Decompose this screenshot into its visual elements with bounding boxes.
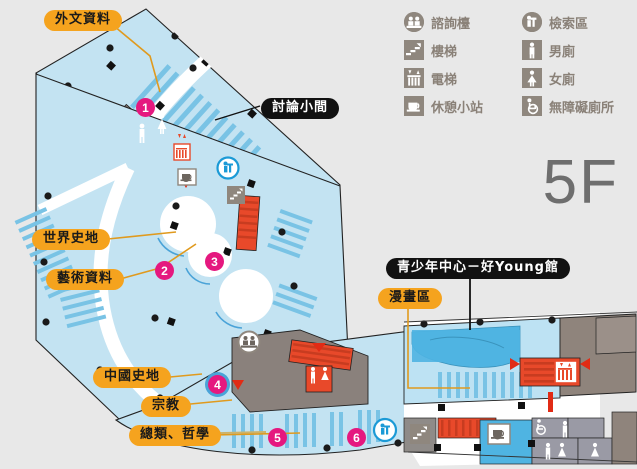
stairs-icon bbox=[227, 186, 245, 204]
cafe-icon bbox=[177, 168, 197, 186]
columns-middle bbox=[166, 179, 272, 339]
legend-item-cafe: 休憩小站 bbox=[404, 96, 522, 116]
core-rooms-lower bbox=[231, 329, 369, 413]
search-area-icon bbox=[216, 156, 240, 180]
callout-chinese-history-geography[interactable]: 中國史地 bbox=[93, 367, 172, 388]
map-marker-5[interactable]: 5 bbox=[268, 428, 287, 447]
callout-world-history-geography[interactable]: 世界史地 bbox=[32, 229, 111, 250]
search-area-icon bbox=[372, 417, 398, 443]
legend-label: 女廁 bbox=[549, 72, 576, 88]
legend-label: 男廁 bbox=[549, 44, 576, 60]
elevator-icon bbox=[554, 360, 578, 384]
legend-label: 休憩小站 bbox=[431, 100, 484, 116]
reading-zone-circle bbox=[219, 269, 273, 323]
lower-wing bbox=[114, 311, 637, 466]
callout-foreign-language-materials[interactable]: 外文資料 bbox=[44, 10, 123, 31]
callout-leader-lines bbox=[107, 25, 471, 436]
womens-restroom-icon bbox=[591, 442, 599, 457]
cafe-icon bbox=[487, 423, 511, 445]
accessible-restroom-icon bbox=[536, 419, 546, 435]
mens-restroom-icon bbox=[522, 40, 542, 60]
legend-label: 電梯 bbox=[431, 72, 458, 88]
map-marker-3[interactable]: 3 bbox=[205, 252, 224, 271]
mens-restroom-icon bbox=[562, 420, 568, 438]
floor-number-label: 5F bbox=[542, 148, 619, 217]
map-marker-2[interactable]: 2 bbox=[155, 261, 174, 280]
map-marker-4[interactable]: 4 bbox=[208, 375, 227, 394]
elevator-direction-icon bbox=[178, 134, 186, 138]
stairs-icon bbox=[404, 40, 424, 60]
legend-item-mens-restroom: 男廁 bbox=[522, 40, 636, 60]
legend-label: 樓梯 bbox=[431, 44, 458, 60]
map-marker-6[interactable]: 6 bbox=[347, 428, 366, 447]
legend-label: 無障礙廁所 bbox=[549, 100, 615, 116]
youth-center-hall bbox=[403, 311, 637, 466]
womens-restroom-icon bbox=[157, 113, 167, 134]
womens-restroom-icon bbox=[558, 442, 566, 457]
legend-label: 諮詢檯 bbox=[431, 16, 471, 32]
legend-item-accessible-restroom: 無障礙廁所 bbox=[522, 96, 636, 116]
legend-label: 檢索區 bbox=[549, 16, 589, 32]
search-area-icon bbox=[522, 12, 542, 32]
information-desk-icon bbox=[404, 12, 424, 32]
information-desk-icon bbox=[237, 330, 261, 354]
legend-item-elevator: 電梯 bbox=[404, 68, 522, 88]
legend-item-information-desk: 諮詢檯 bbox=[404, 12, 522, 32]
cafe-icon bbox=[404, 96, 424, 116]
shelves-right-middle bbox=[267, 208, 318, 318]
direction-pointer-icon bbox=[232, 380, 244, 390]
callout-discussion-room[interactable]: 討論小間 bbox=[261, 98, 340, 119]
elevator-icon bbox=[173, 143, 191, 161]
stairs-icon bbox=[410, 424, 430, 444]
mens-restroom-icon bbox=[545, 442, 551, 460]
legend-item-stairs: 樓梯 bbox=[404, 40, 522, 60]
mens-restroom-icon bbox=[139, 123, 145, 143]
map-legend: 諮詢檯 檢索區 bbox=[404, 8, 636, 120]
elevator-icon bbox=[404, 68, 424, 88]
mens-restroom-icon bbox=[311, 367, 315, 384]
callout-religion[interactable]: 宗教 bbox=[141, 396, 192, 417]
womens-restroom-icon bbox=[522, 68, 542, 88]
accessible-restroom-icon bbox=[522, 96, 542, 116]
callout-comics-area[interactable]: 漫畫區 bbox=[378, 288, 443, 309]
legend-item-search-area: 檢索區 bbox=[522, 12, 636, 32]
callout-art-materials[interactable]: 藝術資料 bbox=[46, 269, 125, 290]
map-marker-1[interactable]: 1 bbox=[136, 98, 155, 117]
womens-restroom-icon bbox=[321, 367, 329, 380]
callout-youth-center[interactable]: 青少年中心－好Young館 bbox=[386, 258, 570, 279]
callout-general-philosophy[interactable]: 總類、哲學 bbox=[129, 425, 222, 446]
legend-item-womens-restroom: 女廁 bbox=[522, 68, 636, 88]
